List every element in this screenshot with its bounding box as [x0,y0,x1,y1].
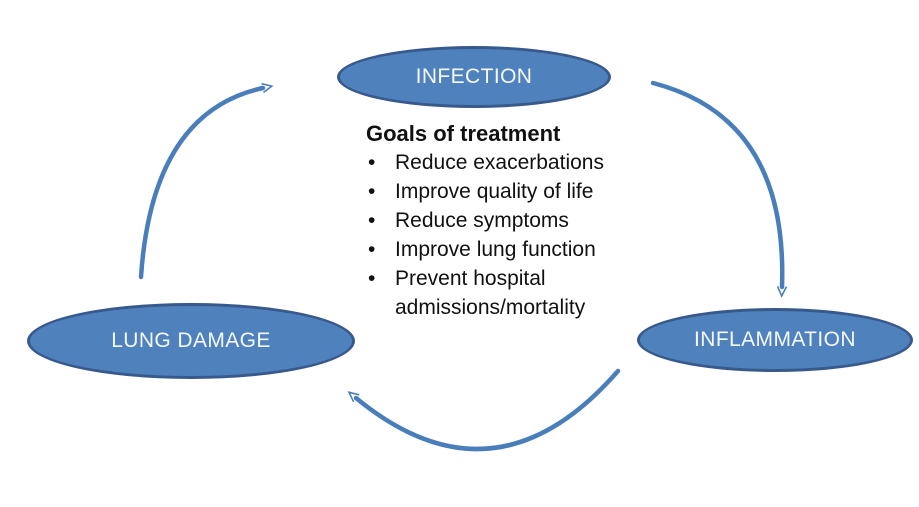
goal-item: Improve lung function [366,235,628,264]
node-inflammation-label: INFLAMMATION [694,328,856,351]
arrow-lung-damage-to-infection [138,82,274,280]
goal-item: Improve quality of life [366,177,628,206]
arrow-infection-to-inflammation [650,80,788,298]
goal-item: Reduce exacerbations [366,148,628,177]
node-infection: INFECTION [337,46,611,108]
goal-item: Prevent hospital admissions/mortality [366,264,628,322]
node-infection-label: INFECTION [415,65,533,88]
goals-list: Reduce exacerbations Improve quality of … [366,148,628,322]
goals-of-treatment-block: Goals of treatment Reduce exacerbations … [366,119,628,322]
node-lung-damage-label: LUNG DAMAGE [111,329,271,352]
arrow-inflammation-to-lung-damage [347,368,621,452]
goals-title: Goals of treatment [366,121,561,146]
node-inflammation: INFLAMMATION [637,308,913,372]
node-lung-damage: LUNG DAMAGE [27,303,355,379]
goal-item: Reduce symptoms [366,206,628,235]
